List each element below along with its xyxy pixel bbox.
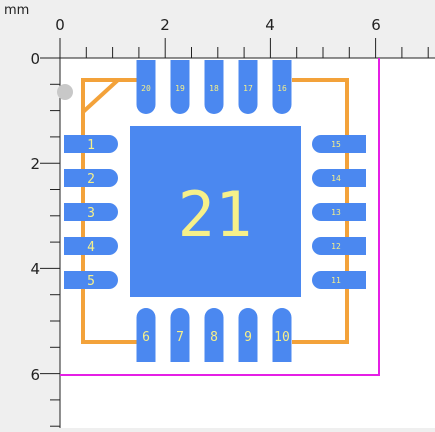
pin1-marker: [57, 84, 73, 100]
pad-3[interactable]: 3: [64, 203, 118, 221]
pad-9[interactable]: 9: [238, 308, 258, 362]
pad-label: 12: [331, 242, 341, 251]
pad-14[interactable]: 14: [312, 169, 366, 187]
x-tick-label: 4: [265, 16, 275, 34]
pad-label: 15: [331, 140, 341, 149]
pad-label: 17: [243, 84, 253, 93]
pad-label: 20: [141, 84, 151, 93]
pad-20[interactable]: 20: [136, 60, 156, 114]
pad-5[interactable]: 5: [64, 271, 118, 289]
y-tick-label: 0: [30, 50, 40, 68]
x-tick-label: 0: [55, 16, 65, 34]
vertical-ruler: 0 2 4 6: [30, 50, 61, 428]
pad-label: 11: [331, 276, 341, 285]
pad-4[interactable]: 4: [64, 237, 118, 255]
pad-13[interactable]: 13: [312, 203, 366, 221]
y-tick-label: 6: [30, 366, 40, 384]
horizontal-ruler: 0 2 4 6: [55, 16, 435, 59]
pad-label: 13: [331, 208, 341, 217]
board-outline: [60, 58, 380, 376]
pad-label: 19: [175, 84, 185, 93]
pad-label: 9: [244, 330, 252, 345]
x-tick-label: 6: [371, 16, 381, 34]
pad-label: 18: [209, 84, 219, 93]
ruler-unit-label: mm: [4, 3, 30, 18]
pad-6[interactable]: 6: [136, 308, 156, 362]
pad-11[interactable]: 11: [312, 271, 366, 289]
pad-10[interactable]: 10: [272, 308, 292, 362]
pad-17[interactable]: 17: [238, 60, 258, 114]
pad-label: 6: [142, 330, 150, 345]
pad-12[interactable]: 12: [312, 237, 366, 255]
pad-label: 5: [87, 274, 95, 289]
center-pad[interactable]: [130, 126, 301, 297]
pad-label: 16: [277, 84, 287, 93]
pad-15[interactable]: 15: [312, 135, 366, 153]
pad-2[interactable]: 2: [64, 169, 118, 187]
pad-19[interactable]: 19: [170, 60, 190, 114]
y-tick-label: 2: [30, 155, 40, 173]
pad-label: 8: [210, 330, 218, 345]
pad-label: 3: [87, 206, 95, 221]
pad-label: 2: [87, 172, 95, 187]
pad-label: 1: [87, 138, 95, 153]
pad-8[interactable]: 8: [204, 308, 224, 362]
pad-label: 14: [331, 174, 341, 183]
pad-18[interactable]: 18: [204, 60, 224, 114]
pad-label: 7: [176, 330, 184, 345]
x-tick-label: 2: [160, 16, 170, 34]
center-pad-label: 21: [178, 178, 253, 251]
pad-16[interactable]: 16: [272, 60, 292, 114]
y-tick-label: 4: [30, 260, 40, 278]
pad-1[interactable]: 1: [64, 135, 118, 153]
pad-label: 10: [274, 330, 290, 345]
pad-7[interactable]: 7: [170, 308, 190, 362]
pad-label: 4: [87, 240, 95, 255]
